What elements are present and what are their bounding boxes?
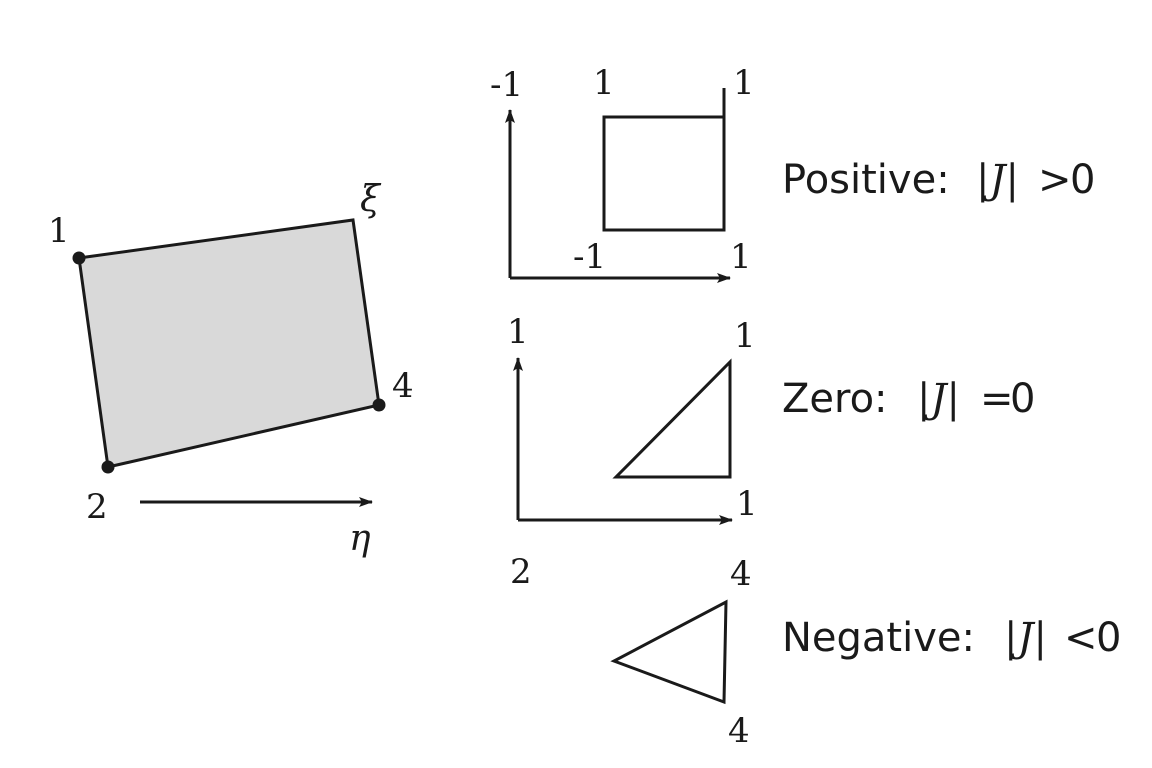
node-2-dot — [101, 460, 115, 474]
zero-caption: Zero: — [782, 376, 888, 422]
negative-label-bottom: 4 — [728, 711, 750, 751]
negative-label-top: 4 — [730, 554, 752, 594]
zero-axis-top-label: 1 — [507, 312, 529, 352]
negative-mapping: 2 4 4 Negative: |J| < 0 — [510, 552, 1121, 751]
eta-label: η — [349, 518, 371, 559]
zero-condition-op: = — [980, 376, 1014, 422]
negative-condition-right: 0 — [1096, 615, 1121, 661]
quadrilateral-element: 1 2 4 ξ η — [48, 179, 414, 559]
negative-triangle — [610, 599, 728, 705]
zero-corner-top-right: 1 — [734, 316, 756, 356]
positive-square — [602, 88, 726, 232]
positive-mapping: -1 1 1 -1 1 Positive: |J| > 0 — [490, 63, 1095, 283]
zero-mapping: 1 1 1 Zero: |J| = 0 — [507, 312, 1035, 525]
positive-caption: Positive: — [782, 157, 950, 203]
zero-condition-left: |J| — [917, 376, 960, 422]
positive-axis-top-label: -1 — [490, 65, 523, 105]
positive-condition-right: 0 — [1070, 157, 1095, 203]
negative-condition-left: |J| — [1004, 615, 1047, 661]
positive-corner-bottom-left: -1 — [573, 237, 606, 277]
xi-label: ξ — [360, 179, 382, 220]
negative-caption: Negative: — [782, 615, 975, 661]
node-1-label: 1 — [48, 211, 70, 251]
zero-axis-right-label: 1 — [736, 484, 758, 524]
negative-condition-op: < — [1064, 615, 1098, 661]
negative-label-left: 2 — [510, 552, 532, 592]
zero-condition-right: 0 — [1010, 376, 1035, 422]
positive-corner-top-right: 1 — [733, 63, 755, 103]
node-2-label: 2 — [86, 487, 108, 527]
node-4-label: 4 — [392, 366, 414, 406]
positive-condition-left: |J| — [976, 157, 1019, 203]
positive-corner-bottom-right: 1 — [730, 237, 752, 277]
positive-corner-top-left: 1 — [593, 63, 615, 103]
zero-triangle — [612, 358, 732, 479]
positive-condition-op: > — [1038, 157, 1072, 203]
node-1-dot — [72, 251, 86, 265]
node-4-dot — [372, 398, 386, 412]
element-shape — [77, 218, 381, 469]
